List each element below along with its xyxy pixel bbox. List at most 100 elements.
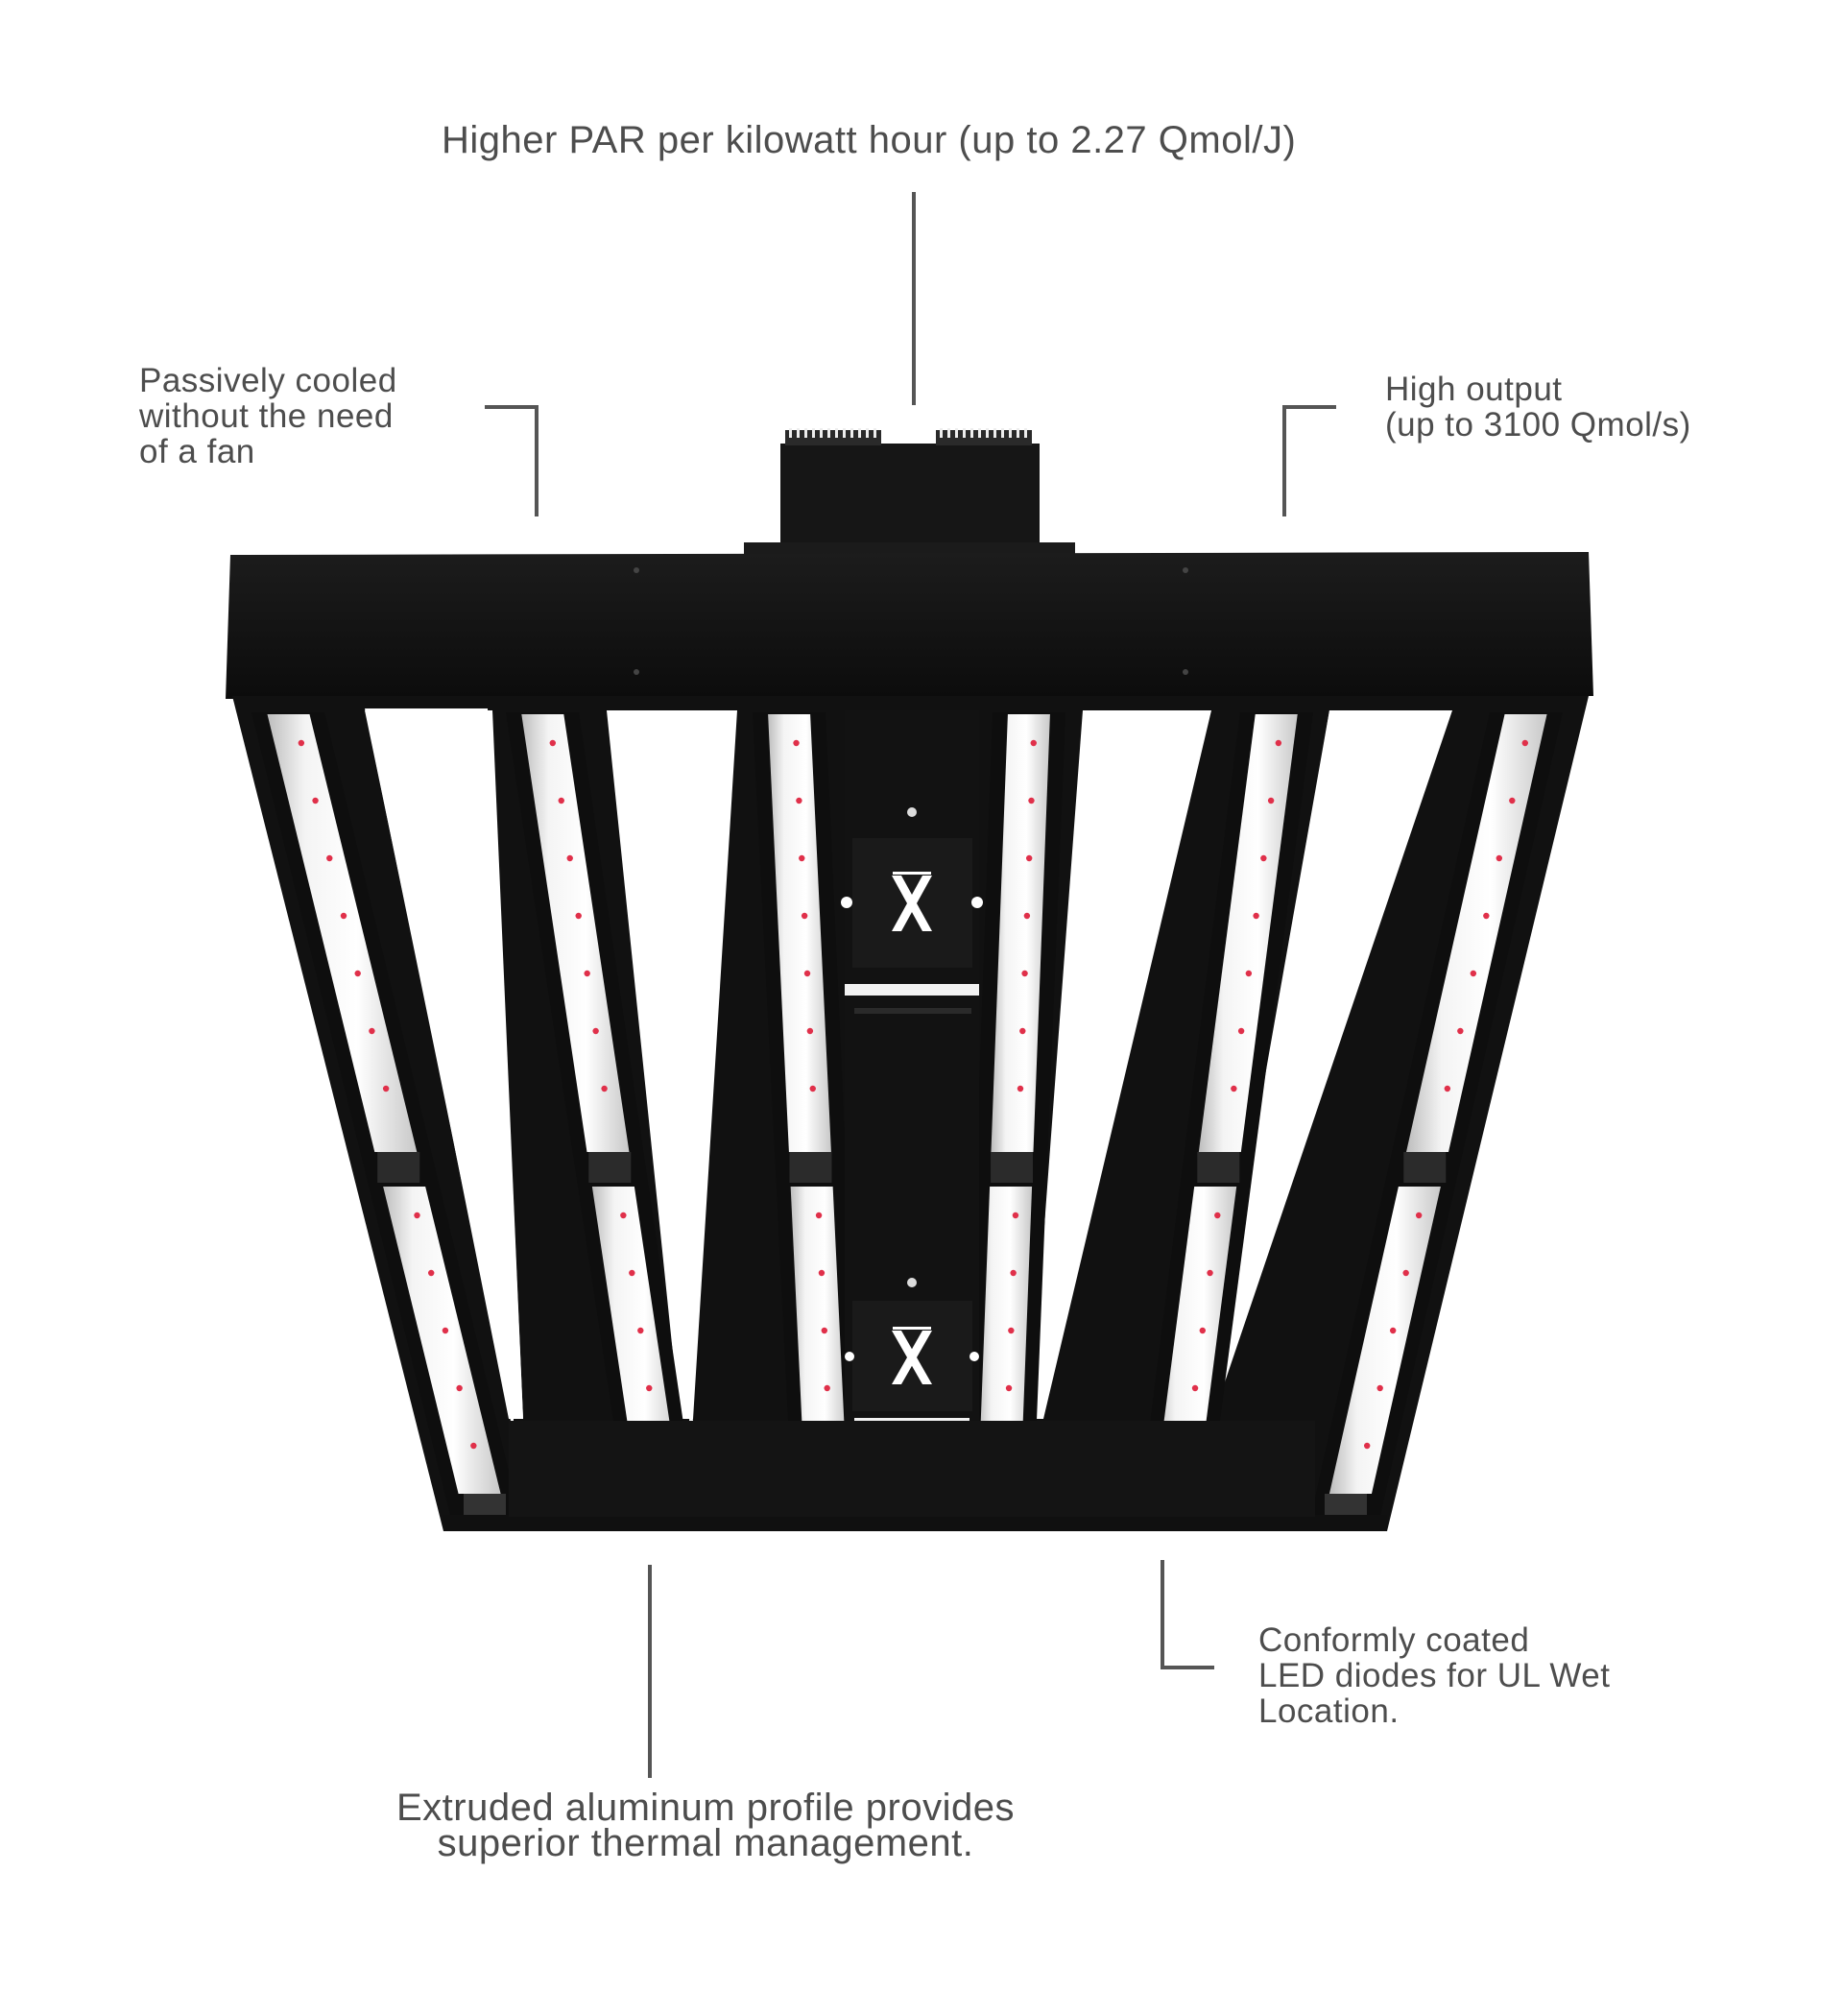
red-diode	[799, 854, 805, 862]
led-strips	[251, 712, 1563, 1515]
red-diode	[558, 797, 564, 804]
red-diode	[1010, 1269, 1017, 1277]
callout-extruded-aluminum-line2: superior thermal management.	[437, 1822, 974, 1864]
led-strip-segment	[1198, 714, 1298, 1152]
red-diode	[1245, 970, 1253, 977]
heat-sink-fins-right	[936, 428, 1032, 445]
strip-connector	[789, 1152, 832, 1183]
callout-par-efficiency-text: Higher PAR per kilowatt hour (up to 2.27…	[442, 119, 1297, 161]
red-diode	[428, 1269, 435, 1277]
red-diode	[1444, 1085, 1451, 1092]
led-strip-segment	[383, 1187, 501, 1494]
red-diode	[1275, 739, 1282, 747]
red-diode	[1207, 1269, 1213, 1277]
red-diode	[1496, 854, 1503, 862]
red-diode	[1483, 912, 1490, 920]
white-opening-b	[607, 710, 737, 1419]
center-spine	[841, 710, 983, 1517]
red-diode	[442, 1327, 449, 1334]
red-diode	[1389, 1327, 1397, 1334]
leader-line-bottom-right-horizontal	[1161, 1666, 1214, 1669]
driver-box	[744, 428, 1075, 556]
x-logo-icon-lower	[892, 1327, 932, 1384]
red-diode	[1253, 912, 1259, 920]
red-diode	[592, 1027, 599, 1035]
red-diode	[326, 854, 333, 862]
led-strip-segment	[768, 714, 831, 1152]
red-diode	[1509, 797, 1516, 804]
red-diode	[1005, 1384, 1013, 1392]
strip-connector	[1403, 1152, 1447, 1183]
strip-end-cap	[1325, 1494, 1367, 1515]
bottom-crossbar	[443, 1421, 1387, 1531]
red-diode	[312, 797, 319, 804]
led-strip-segment	[1328, 1187, 1441, 1494]
led-strip-segment	[1406, 714, 1547, 1152]
callout-extruded-aluminum: Extruded aluminum profile provides super…	[360, 1788, 1051, 1864]
red-diode	[1023, 912, 1031, 920]
leader-line-left-horizontal	[485, 405, 539, 409]
white-opening-c	[1030, 710, 1211, 1419]
callout-conformal-coating: Conformly coated LED diodes for UL Wet L…	[1258, 1622, 1611, 1729]
red-diode	[824, 1384, 830, 1392]
leader-line-top	[912, 192, 916, 405]
red-diode	[354, 970, 361, 977]
red-diode	[575, 912, 582, 920]
led-strip-segment	[267, 714, 418, 1152]
red-diode	[601, 1085, 608, 1092]
red-diode	[584, 970, 590, 977]
led-strip-segment	[790, 1187, 848, 1494]
led-strip-segment	[1154, 1187, 1237, 1494]
red-diode	[470, 1442, 477, 1450]
red-diode	[1030, 739, 1037, 747]
callout-par-efficiency: Higher PAR per kilowatt hour (up to 2.27…	[442, 119, 1297, 161]
red-diode	[803, 970, 811, 977]
led-strip-segment	[977, 1187, 1033, 1494]
callout-high-output: High output (up to 3100 Qmol/s)	[1385, 372, 1691, 443]
red-diode	[806, 1027, 814, 1035]
red-diode	[815, 1212, 823, 1219]
red-diode	[340, 912, 347, 920]
red-diode	[1267, 797, 1275, 804]
red-diode	[1191, 1384, 1199, 1392]
red-diode	[818, 1269, 826, 1277]
led-strip-segment	[991, 714, 1050, 1152]
callout-high-output-line1: High output	[1385, 371, 1563, 408]
strip-connector	[377, 1152, 420, 1183]
red-diode	[1021, 970, 1028, 977]
leader-line-left-vertical	[535, 405, 539, 516]
callout-high-output-line2: (up to 3100 Qmol/s)	[1385, 406, 1691, 444]
red-diode	[566, 854, 573, 862]
strip-end-cap	[464, 1494, 506, 1515]
callout-passive-cooling-line2: without the need	[139, 397, 394, 435]
callout-conformal-coating-line2: LED diodes for UL Wet	[1258, 1657, 1611, 1694]
red-diode	[1260, 854, 1267, 862]
callout-conformal-coating-line3: Location.	[1258, 1692, 1400, 1730]
leader-line-right-horizontal	[1282, 405, 1336, 409]
red-diode	[620, 1212, 627, 1219]
red-diode	[796, 797, 802, 804]
led-strip-segment	[591, 1187, 681, 1494]
strip-connector	[1197, 1152, 1240, 1183]
leader-line-bottom-right-vertical	[1161, 1560, 1164, 1669]
red-diode	[414, 1212, 420, 1219]
red-diode	[637, 1327, 644, 1334]
red-diode	[1376, 1384, 1383, 1392]
callout-passive-cooling-line1: Passively cooled	[139, 362, 397, 399]
leader-line-bottom	[648, 1565, 652, 1778]
red-diode	[298, 739, 305, 747]
red-diode	[1012, 1212, 1019, 1219]
red-diode	[801, 912, 808, 920]
leader-line-right-vertical	[1282, 405, 1286, 516]
white-opening-a	[367, 710, 523, 1419]
red-diode	[1199, 1327, 1207, 1334]
red-diode	[1521, 739, 1529, 747]
callout-conformal-coating-line1: Conformly coated	[1258, 1621, 1530, 1659]
heat-sink-fins-left	[785, 428, 881, 445]
red-diode	[1214, 1212, 1221, 1219]
red-diode	[1415, 1212, 1423, 1219]
red-diode	[369, 1027, 375, 1035]
callout-passive-cooling-line3: of a fan	[139, 433, 255, 470]
red-diode	[793, 739, 800, 747]
